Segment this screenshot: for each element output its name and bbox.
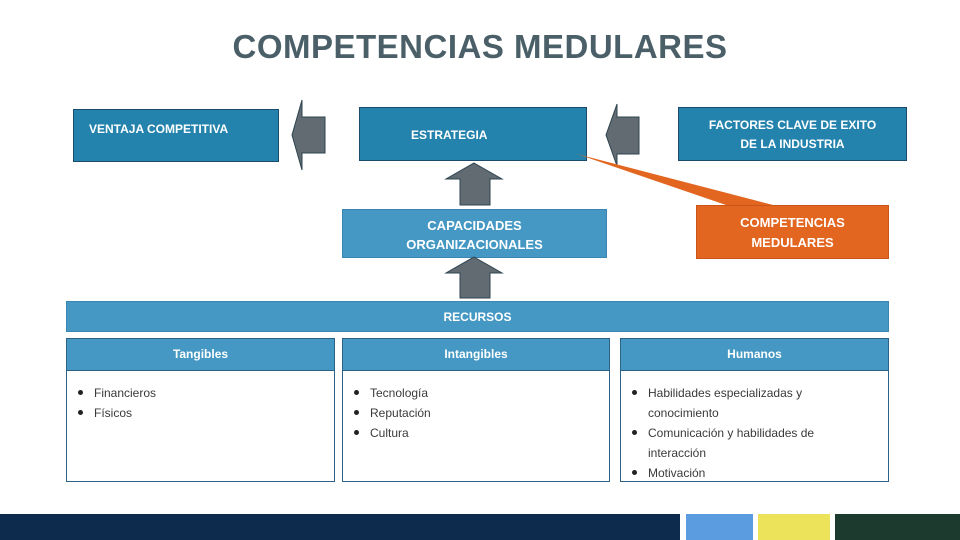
factores-label-line1: FACTORES CLAVE DE EXITO — [708, 118, 877, 132]
footer-green-block — [835, 514, 960, 540]
competencias-medulares-box: COMPETENCIAS MEDULARES — [696, 205, 889, 259]
list-item: Habilidades especializadas y conocimient… — [632, 383, 848, 423]
panel-humanos: Humanos Habilidades especializadas y con… — [620, 338, 889, 482]
competencias-label-line1: COMPETENCIAS — [740, 215, 845, 230]
panel-tangibles-list: Financieros Físicos — [67, 383, 334, 423]
slide-title: COMPETENCIAS MEDULARES — [232, 28, 728, 65]
footer-navy-strip — [0, 514, 680, 540]
recursos-bar: RECURSOS — [66, 301, 889, 332]
factores-label-line2: DE LA INDUSTRIA — [740, 137, 845, 151]
callout-pointer — [577, 154, 773, 205]
panel-intangibles-list: Tecnología Reputación Cultura — [343, 383, 609, 443]
estrategia-box: ESTRATEGIA — [359, 107, 587, 161]
arrow-up-icon — [444, 256, 504, 299]
panel-humanos-list: Habilidades especializadas y conocimient… — [621, 383, 888, 483]
arrow-up-icon — [444, 162, 504, 206]
list-item: Físicos — [78, 403, 334, 423]
list-item: Motivación — [632, 463, 848, 483]
panel-intangibles-heading: Intangibles — [343, 339, 609, 371]
list-item: Comunicación y habilidades de interacció… — [632, 423, 848, 463]
ventaja-competitiva-box: VENTAJA COMPETITIVA — [73, 109, 279, 162]
panel-intangibles: Intangibles Tecnología Reputación Cultur… — [342, 338, 610, 482]
footer-yellow-block — [758, 514, 830, 540]
capacidades-label-line2: ORGANIZACIONALES — [406, 237, 543, 252]
arrow-left-icon — [605, 103, 640, 167]
estrategia-label: ESTRATEGIA — [411, 128, 488, 142]
list-item: Tecnología — [354, 383, 609, 403]
capacidades-label-line1: CAPACIDADES — [427, 218, 522, 233]
competencias-label-line2: MEDULARES — [751, 235, 834, 250]
panel-tangibles: Tangibles Financieros Físicos — [66, 338, 335, 482]
ventaja-label: VENTAJA COMPETITIVA — [89, 122, 229, 136]
list-item: Reputación — [354, 403, 609, 423]
capacidades-box: CAPACIDADES ORGANIZACIONALES — [342, 209, 607, 258]
arrow-left-icon — [291, 99, 326, 171]
panel-humanos-heading: Humanos — [621, 339, 888, 371]
factores-clave-box: FACTORES CLAVE DE EXITO DE LA INDUSTRIA — [678, 107, 907, 161]
panel-tangibles-heading: Tangibles — [67, 339, 334, 371]
recursos-label: RECURSOS — [443, 310, 512, 324]
footer-blue-block — [686, 514, 753, 540]
list-item: Financieros — [78, 383, 334, 403]
list-item: Cultura — [354, 423, 609, 443]
